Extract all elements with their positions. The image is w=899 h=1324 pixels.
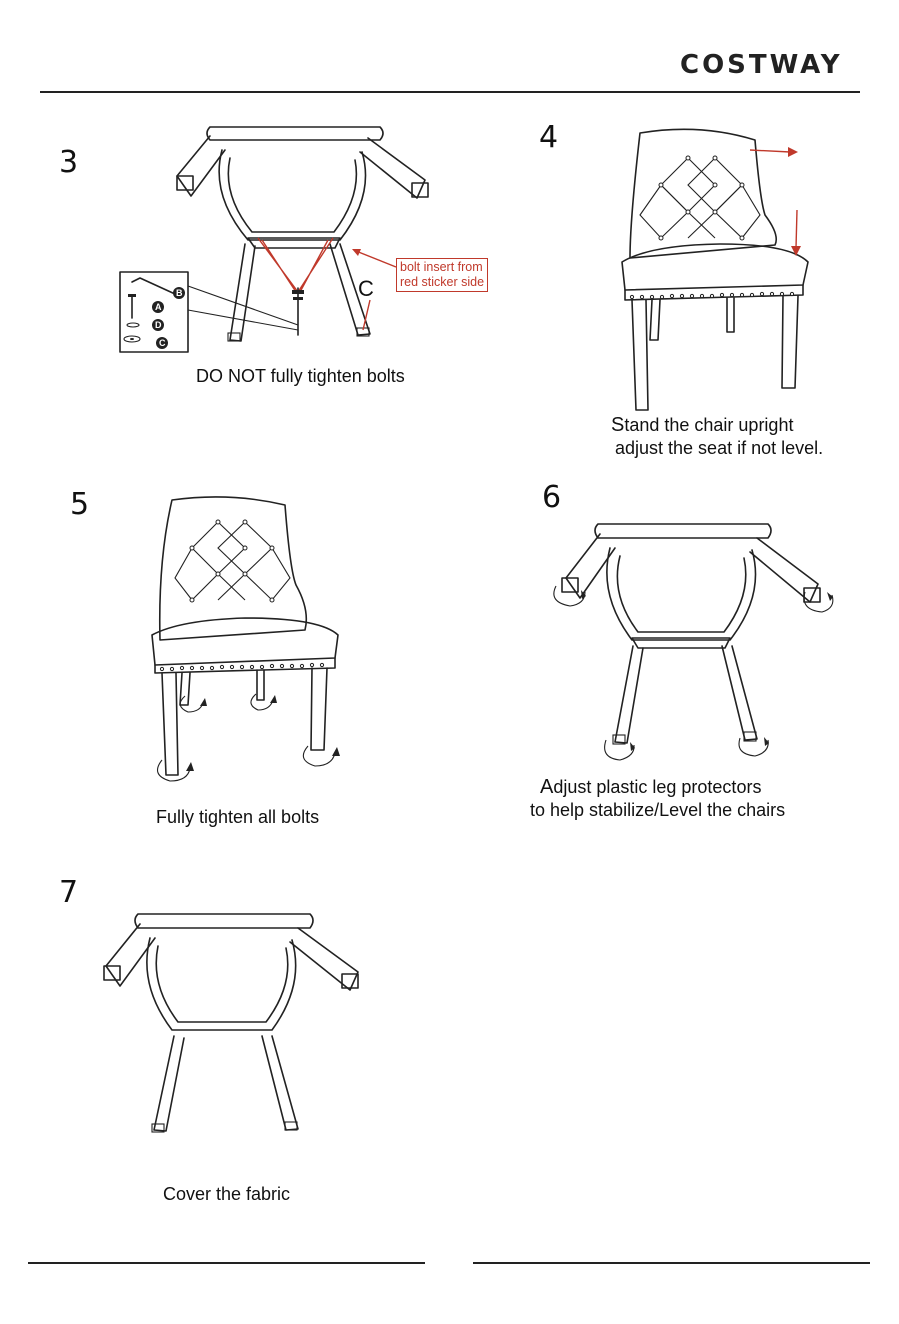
step-6-chair-diagram [554, 524, 833, 760]
step-4-caption: Stand the chair upright adjust the seat … [611, 414, 823, 460]
step-4-chair-diagram [622, 129, 808, 410]
step-5-caption: Fully tighten all bolts [156, 807, 319, 828]
step-4-caption-line1: tand the chair upright [624, 415, 793, 435]
bolt-insert-callout: bolt insert from red sticker side [396, 258, 488, 292]
badge-d: D [155, 320, 162, 330]
badge-b: B [176, 288, 183, 298]
step-3-caption: DO NOT fully tighten bolts [196, 366, 405, 387]
footer-rule-left [28, 1262, 425, 1264]
step-3-chair-diagram: B A D C [120, 127, 428, 352]
step-4-caption-initial: S [611, 414, 624, 436]
leg-label-c: C [358, 276, 374, 302]
step-6-caption-line1: djust plastic leg protectors [553, 777, 761, 797]
step-6-caption-initial: A [540, 776, 553, 798]
step-5-chair-diagram [152, 497, 340, 781]
footer-rule-right [473, 1262, 870, 1264]
step-6-caption-line2: to help stabilize/Level the chairs [530, 799, 785, 822]
step-7-chair-diagram [104, 914, 358, 1132]
badge-c: C [159, 338, 166, 348]
step-4-caption-line2: adjust the seat if not level. [611, 437, 823, 460]
rotate-arrow-icon [158, 694, 336, 781]
step-7-caption: Cover the fabric [163, 1184, 290, 1205]
callout-line-1: bolt insert from [400, 260, 484, 275]
callout-line-2: red sticker side [400, 275, 484, 290]
step-6-caption: Adjust plastic leg protectors to help st… [530, 776, 785, 822]
badge-a: A [155, 302, 162, 312]
spring-washer-icon [127, 323, 139, 327]
hex-key-icon [132, 278, 175, 294]
